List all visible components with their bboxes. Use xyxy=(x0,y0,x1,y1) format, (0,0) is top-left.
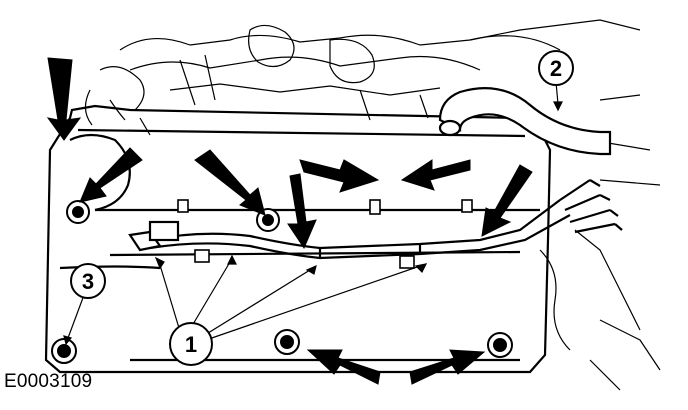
callout-2-label: 2 xyxy=(550,56,562,81)
arrow-bottom-left-bolt xyxy=(409,349,486,385)
cover-bolts xyxy=(51,200,513,364)
arrow-to-center-bolt xyxy=(194,149,266,216)
arrow-top-left xyxy=(46,57,82,141)
callout-3-label: 3 xyxy=(82,269,94,294)
callout-1-label: 1 xyxy=(185,332,197,357)
vacuum-hose xyxy=(438,87,612,156)
arrow-bottom-right-bolt xyxy=(306,349,381,385)
arrow-harness-down xyxy=(287,173,317,250)
callout-1-marker: 1 xyxy=(169,322,213,366)
cover-studs xyxy=(177,199,473,269)
bolt-left-upper xyxy=(66,200,90,224)
arrow-right-pointing xyxy=(400,159,471,191)
direction-arrows xyxy=(46,57,533,385)
callout-3-marker: 3 xyxy=(70,263,106,299)
bolt-right-lower xyxy=(487,332,513,358)
callout-2-marker: 2 xyxy=(538,50,574,86)
arrow-to-left-bolt xyxy=(79,147,143,203)
bolt-center-lower xyxy=(274,329,300,355)
figure-reference-id: E0003109 xyxy=(4,371,93,392)
wiring-harness xyxy=(128,179,623,260)
bolt-left-lower xyxy=(51,338,77,364)
arrow-left-pointing xyxy=(299,159,380,193)
engine-background-lines xyxy=(84,19,661,391)
arrow-to-leads xyxy=(481,164,533,237)
